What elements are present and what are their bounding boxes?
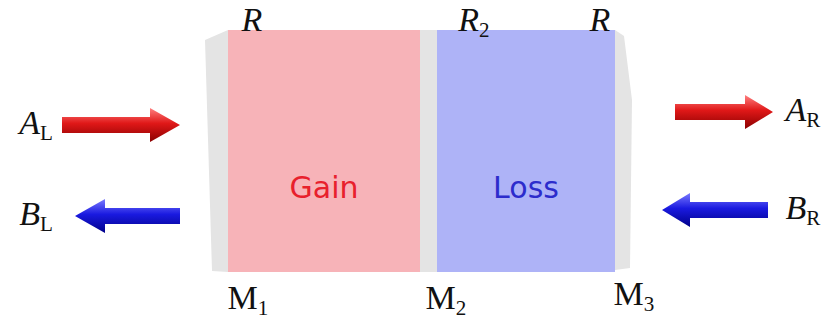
reflectivity-label: R2 — [458, 3, 489, 41]
gain-region: Gain — [228, 30, 420, 272]
mirror-m1 — [205, 30, 228, 272]
mirror-m3 — [615, 30, 632, 270]
mirror-label: M1 — [228, 281, 269, 319]
mirror-m2 — [420, 30, 437, 272]
arrow-out-right — [675, 95, 773, 129]
field-label: AL — [19, 106, 53, 144]
region-label: Gain — [290, 170, 359, 205]
arrow-out-left — [75, 199, 180, 233]
mirror-label: M2 — [426, 281, 467, 319]
reflectivity-label: R — [242, 3, 263, 37]
loss-region: Loss — [437, 30, 615, 272]
mirror-label: M3 — [614, 277, 655, 315]
arrow-in-left — [62, 108, 180, 142]
field-label: BL — [19, 197, 53, 235]
region-label: Loss — [493, 170, 559, 205]
reflectivity-label: R — [590, 3, 611, 37]
field-label: BR — [786, 191, 821, 229]
field-label: AR — [786, 93, 821, 131]
arrow-in-right — [662, 193, 768, 227]
